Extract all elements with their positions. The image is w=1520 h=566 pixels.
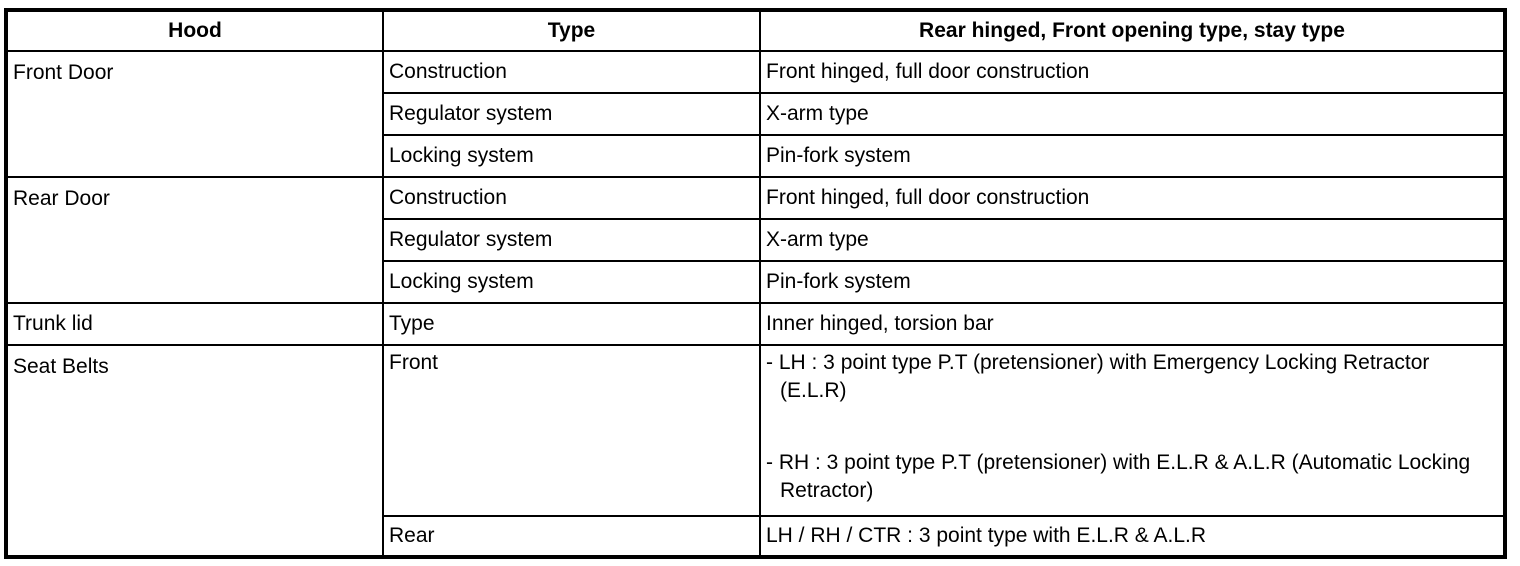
cell-trunk-lid-spec: Inner hinged, torsion bar bbox=[759, 302, 1506, 346]
cell-seat-belts-label: Seat Belts bbox=[5, 344, 384, 558]
cell-seat-belts-front-spec: - LH : 3 point type P.T (pretensioner) w… bbox=[759, 344, 1506, 517]
cell-front-door-locking-type: Locking system bbox=[382, 134, 761, 178]
table-row-trunk-lid: Trunk lid Type Inner hinged, torsion bar bbox=[5, 302, 1506, 346]
cell-seat-belts-rear-type: Rear bbox=[382, 515, 761, 558]
cell-front-door-regulator-spec: X-arm type bbox=[759, 92, 1506, 136]
cell-rear-door-label: Rear Door bbox=[5, 176, 384, 304]
cell-seat-belts-front-type: Front bbox=[382, 344, 761, 517]
cell-trunk-lid-label: Trunk lid bbox=[5, 302, 384, 346]
table-row-rear-door-construction: Rear Door Construction Front hinged, ful… bbox=[5, 176, 1506, 304]
seat-belt-front-lh-spec: - LH : 3 point type P.T (pretensioner) w… bbox=[766, 351, 1430, 402]
header-cell-hood: Hood bbox=[5, 9, 384, 52]
cell-rear-door-construction-type: Construction bbox=[382, 176, 761, 220]
cell-front-door-construction-type: Construction bbox=[382, 50, 761, 94]
cell-rear-door-locking-type: Locking system bbox=[382, 260, 761, 304]
table-row-rear-door-locking: Locking system Pin-fork system bbox=[6, 260, 1506, 304]
body-specifications-table: Hood Type Rear hinged, Front opening typ… bbox=[4, 8, 1507, 559]
cell-rear-door-regulator-spec: X-arm type bbox=[759, 218, 1506, 262]
header-cell-type: Type bbox=[382, 9, 761, 52]
cell-seat-belts-rear-spec: LH / RH / CTR : 3 point type with E.L.R … bbox=[759, 515, 1506, 558]
cell-front-door-regulator-type: Regulator system bbox=[382, 92, 761, 136]
table-row-seat-belts-rear: Rear LH / RH / CTR : 3 point type with E… bbox=[6, 515, 1506, 558]
table-row-rear-door-regulator: Regulator system X-arm type bbox=[6, 218, 1506, 262]
cell-front-door-construction-spec: Front hinged, full door construction bbox=[759, 50, 1506, 94]
cell-rear-door-regulator-type: Regulator system bbox=[382, 218, 761, 262]
table-header-row: Hood Type Rear hinged, Front opening typ… bbox=[5, 9, 1506, 52]
table-row-front-door-regulator: Regulator system X-arm type bbox=[6, 92, 1506, 136]
seat-belt-front-rh-spec: - RH : 3 point type P.T (pretensioner) w… bbox=[766, 451, 1471, 502]
header-cell-spec: Rear hinged, Front opening type, stay ty… bbox=[759, 9, 1506, 52]
table-row-seat-belts-front: Seat Belts Front - LH : 3 point type P.T… bbox=[5, 344, 1506, 558]
cell-front-door-label: Front Door bbox=[5, 50, 384, 178]
cell-front-door-locking-spec: Pin-fork system bbox=[759, 134, 1506, 178]
cell-rear-door-locking-spec: Pin-fork system bbox=[759, 260, 1506, 304]
table-row-front-door-construction: Front Door Construction Front hinged, fu… bbox=[5, 50, 1506, 178]
table-row-front-door-locking: Locking system Pin-fork system bbox=[6, 134, 1506, 178]
cell-trunk-lid-type: Type bbox=[382, 302, 761, 346]
cell-rear-door-construction-spec: Front hinged, full door construction bbox=[759, 176, 1506, 220]
